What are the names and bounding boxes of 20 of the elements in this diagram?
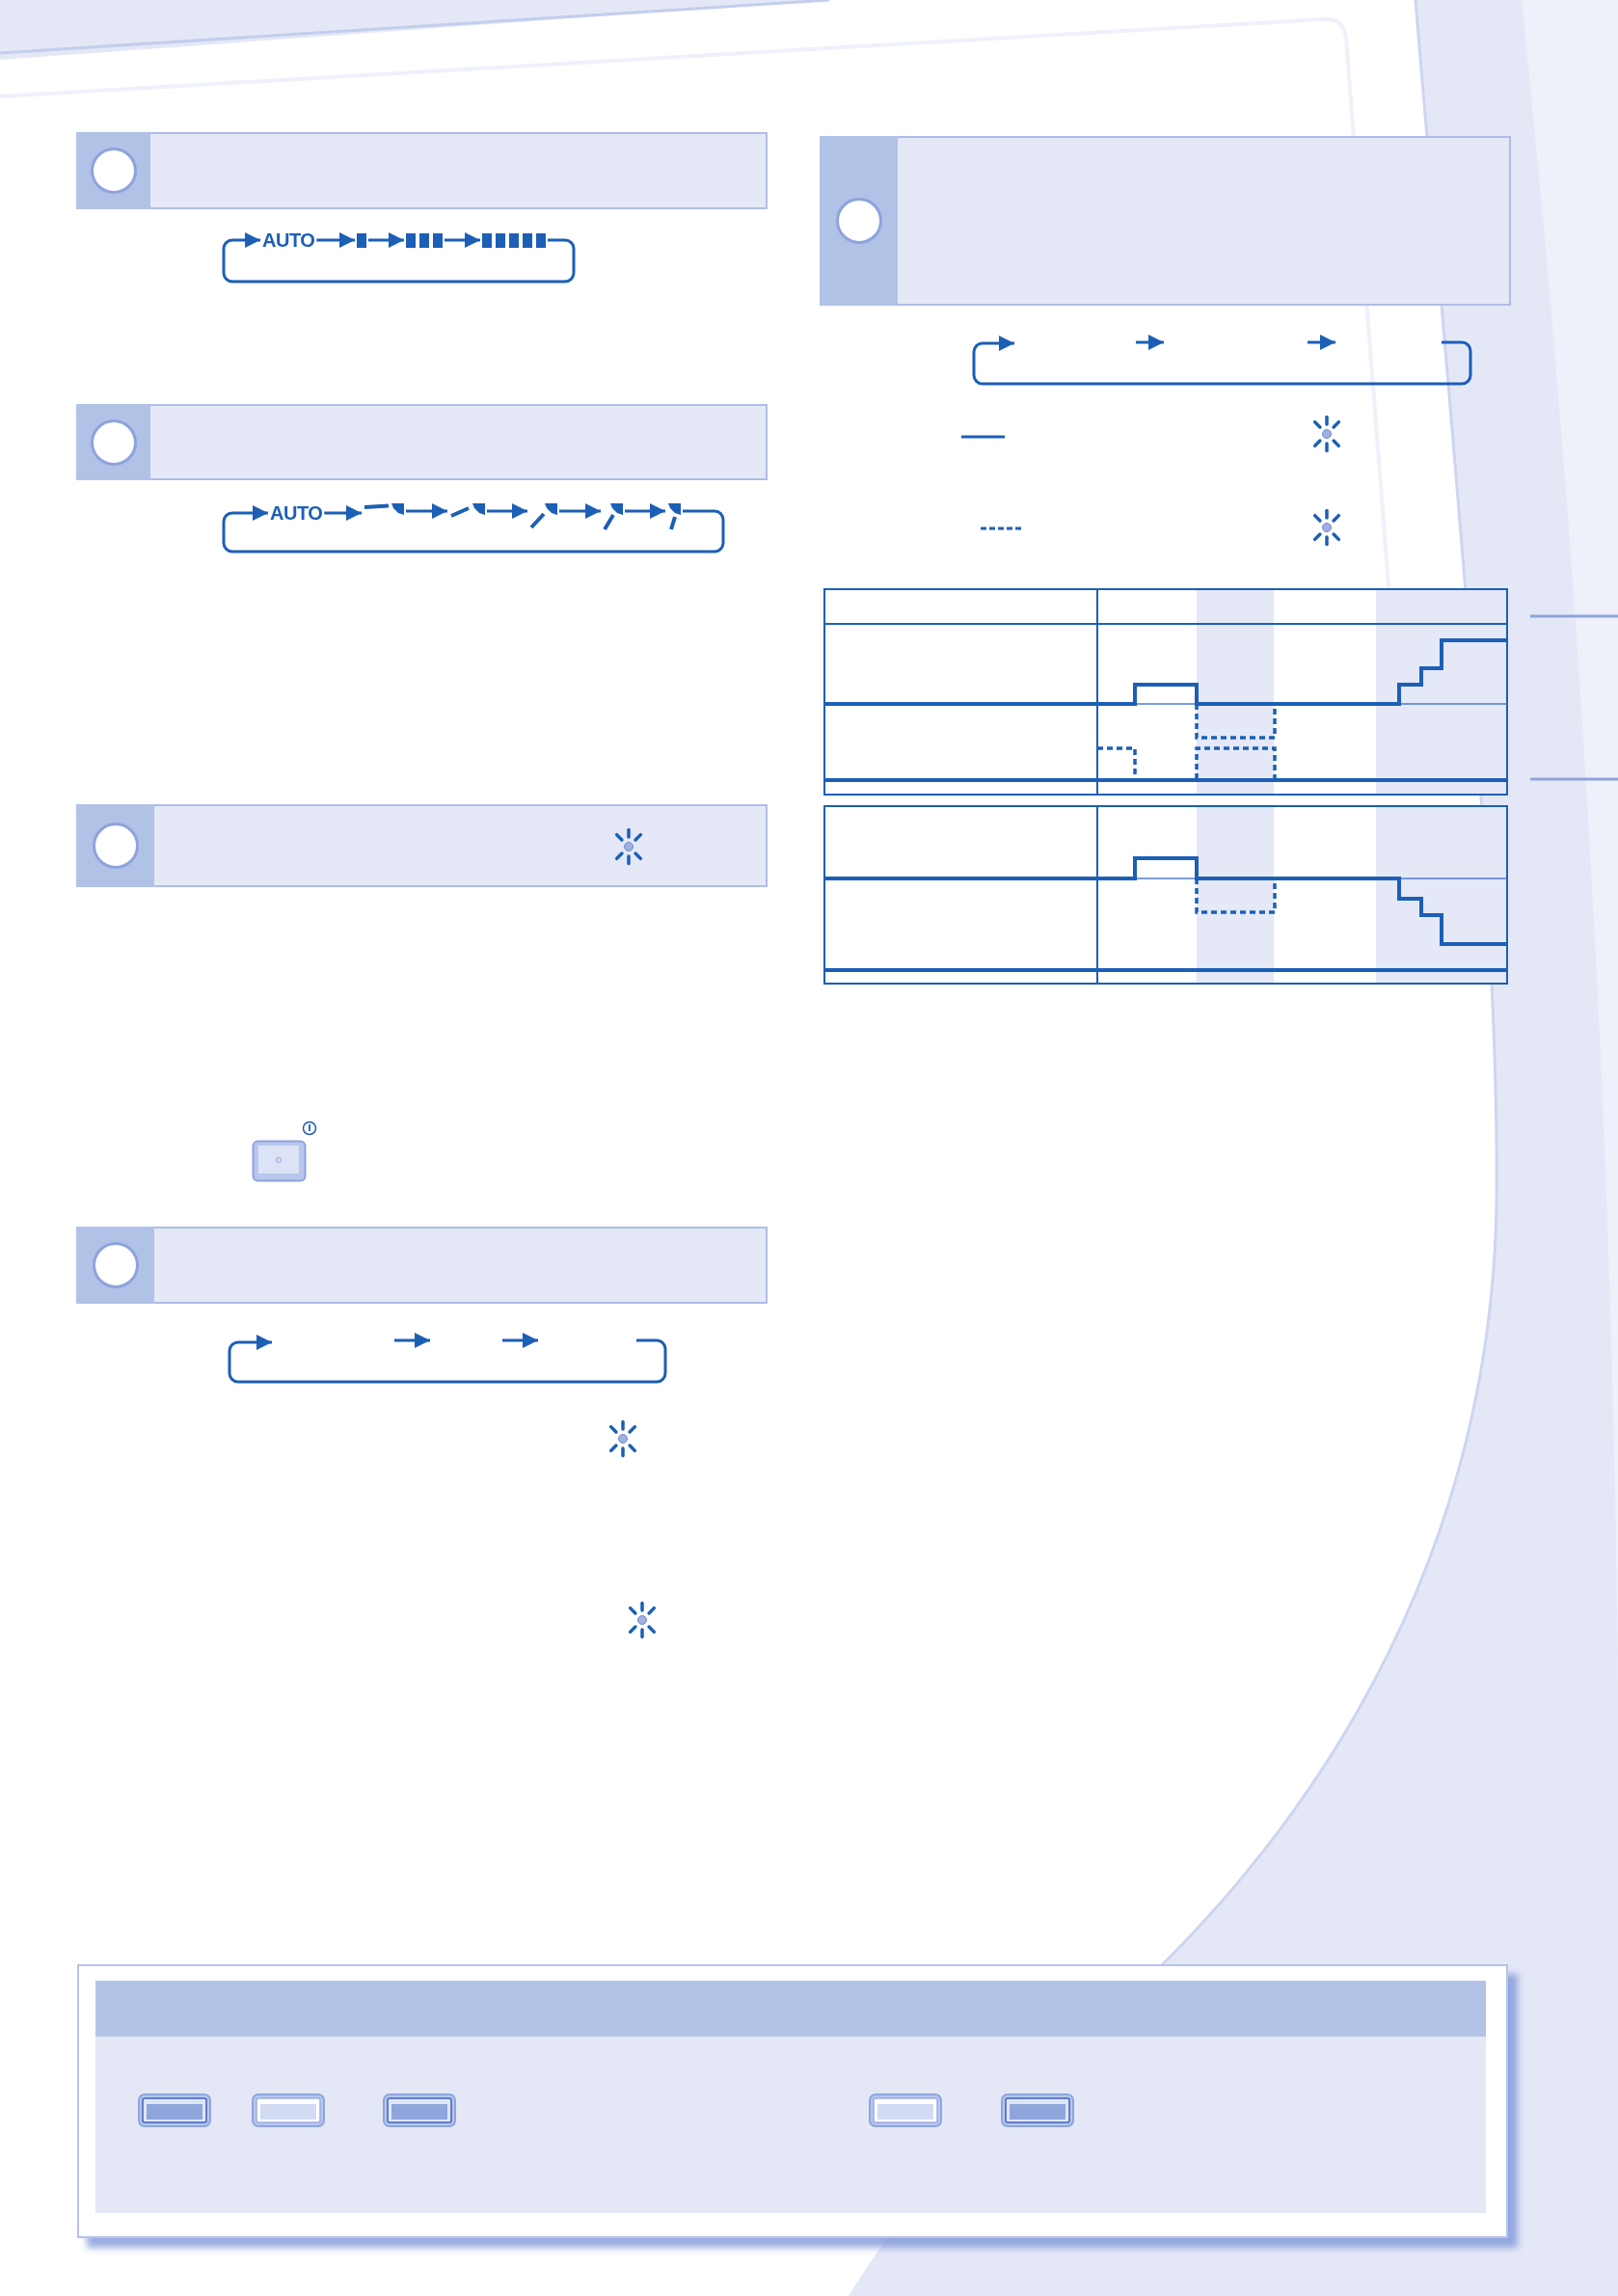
arrow — [368, 232, 404, 248]
arrow — [324, 505, 362, 521]
level-bars-icon — [406, 233, 443, 248]
louver-icon — [603, 503, 623, 531]
loop-arrow — [222, 505, 725, 554]
mode-label: AUTO — [262, 229, 315, 252]
arrow — [406, 503, 447, 519]
arrow — [559, 503, 601, 519]
loop-arrow — [222, 232, 576, 284]
arrow — [487, 503, 527, 519]
arrow — [316, 232, 355, 248]
arrow — [445, 232, 480, 248]
level-bars-icon — [482, 233, 546, 248]
louver-icon — [667, 503, 681, 531]
mode-label: AUTO — [270, 501, 323, 525]
level-bars-icon — [357, 233, 366, 248]
louver-icon — [529, 503, 557, 529]
louver-icon — [364, 503, 404, 515]
arrow — [625, 503, 665, 519]
louver-icon — [449, 503, 485, 518]
